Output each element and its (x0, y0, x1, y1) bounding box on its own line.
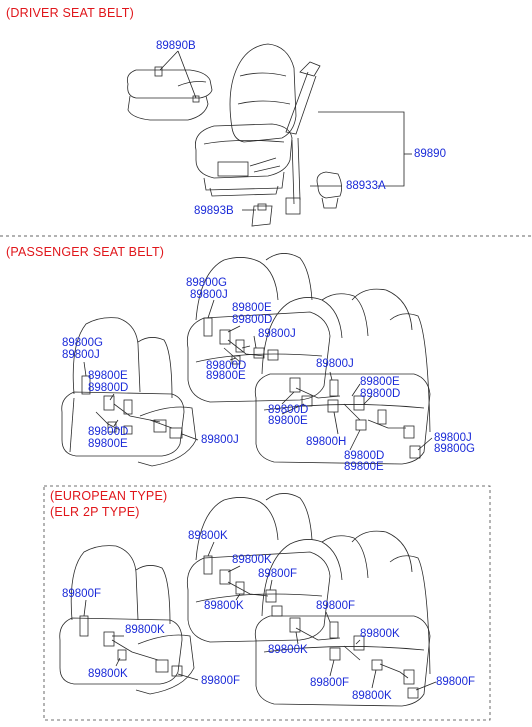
part-number-label: 89800E (88, 438, 128, 450)
part-number-label: 88933A (346, 180, 386, 192)
part-number-label: 89890B (156, 40, 196, 52)
part-number-label: 89800F (436, 676, 476, 688)
passenger-bench-seat (186, 253, 331, 403)
passenger-bench-leaders (207, 299, 257, 361)
european-three-seat-bench (254, 530, 431, 707)
part-number-label: 89800K (125, 624, 165, 636)
driver-section-heading: (DRIVER SEAT BELT) (6, 6, 134, 20)
part-number-label: 89800K (204, 600, 244, 612)
driver-seat-thumbnail (126, 66, 213, 121)
part-number-label: 89800E (360, 376, 400, 388)
part-number-label: 89800G (186, 277, 227, 289)
part-number-label: 89800D (88, 426, 129, 438)
part-number-label: 89800D (88, 382, 129, 394)
driver-seat (195, 43, 342, 215)
part-number-label: 89800F (201, 675, 241, 687)
european-three-seat-leaders (295, 611, 437, 691)
part-number-label: 89800E (268, 415, 308, 427)
european-section-heading: (EUROPEAN TYPE) (50, 489, 168, 503)
part-number-label: 89800J (62, 349, 100, 361)
part-number-label: 89893B (194, 205, 234, 217)
part-number-label: 89800D (360, 388, 401, 400)
part-number-label: 89800K (360, 628, 400, 640)
european-section-subheading: (ELR 2P TYPE) (50, 505, 140, 519)
part-number-label: 89800G (62, 337, 103, 349)
part-number-label: 89890 (414, 148, 446, 160)
passenger-single-leaders (83, 361, 199, 441)
part-number-label: 89800F (310, 677, 350, 689)
driver-floor-bolt (251, 203, 273, 227)
part-number-label: 89800K (352, 690, 392, 702)
passenger-three-seat-bench (254, 288, 431, 465)
part-number-label: 89800K (232, 554, 272, 566)
part-number-label: 89800H (306, 436, 347, 448)
part-number-label: 89800D (344, 450, 385, 462)
passenger-three-seat-leaders (281, 371, 433, 451)
part-number-label: 89800E (344, 461, 384, 473)
part-number-label: 89800E (206, 370, 246, 382)
european-single-seat (59, 545, 195, 695)
part-number-label: 89800J (190, 289, 228, 301)
part-number-label: 89800F (62, 588, 102, 600)
driver-thumbnail-leaders (159, 50, 197, 99)
part-number-label: 89800J (201, 434, 239, 446)
part-number-label: 89800F (316, 600, 356, 612)
driver-leaders (242, 111, 412, 211)
part-number-label: 89800E (232, 302, 272, 314)
european-type-frame (43, 485, 491, 721)
part-number-label: 89800F (258, 568, 298, 580)
part-number-label: 89800J (258, 328, 296, 340)
part-number-label: 89800D (232, 314, 273, 326)
part-number-label: 89800D (206, 360, 247, 372)
part-number-label: 89800D (268, 404, 309, 416)
part-number-label: 89800J (434, 432, 472, 444)
part-number-label: 89800J (316, 358, 354, 370)
part-number-label: 89800G (434, 443, 475, 455)
passenger-section-heading: (PASSENGER SEAT BELT) (6, 245, 165, 259)
european-single-leaders (83, 599, 199, 681)
part-number-label: 89800K (268, 644, 308, 656)
european-bench-leaders (207, 541, 273, 601)
part-number-label: 89800K (188, 530, 228, 542)
part-number-label: 89800E (88, 370, 128, 382)
part-number-label: 89800K (88, 668, 128, 680)
